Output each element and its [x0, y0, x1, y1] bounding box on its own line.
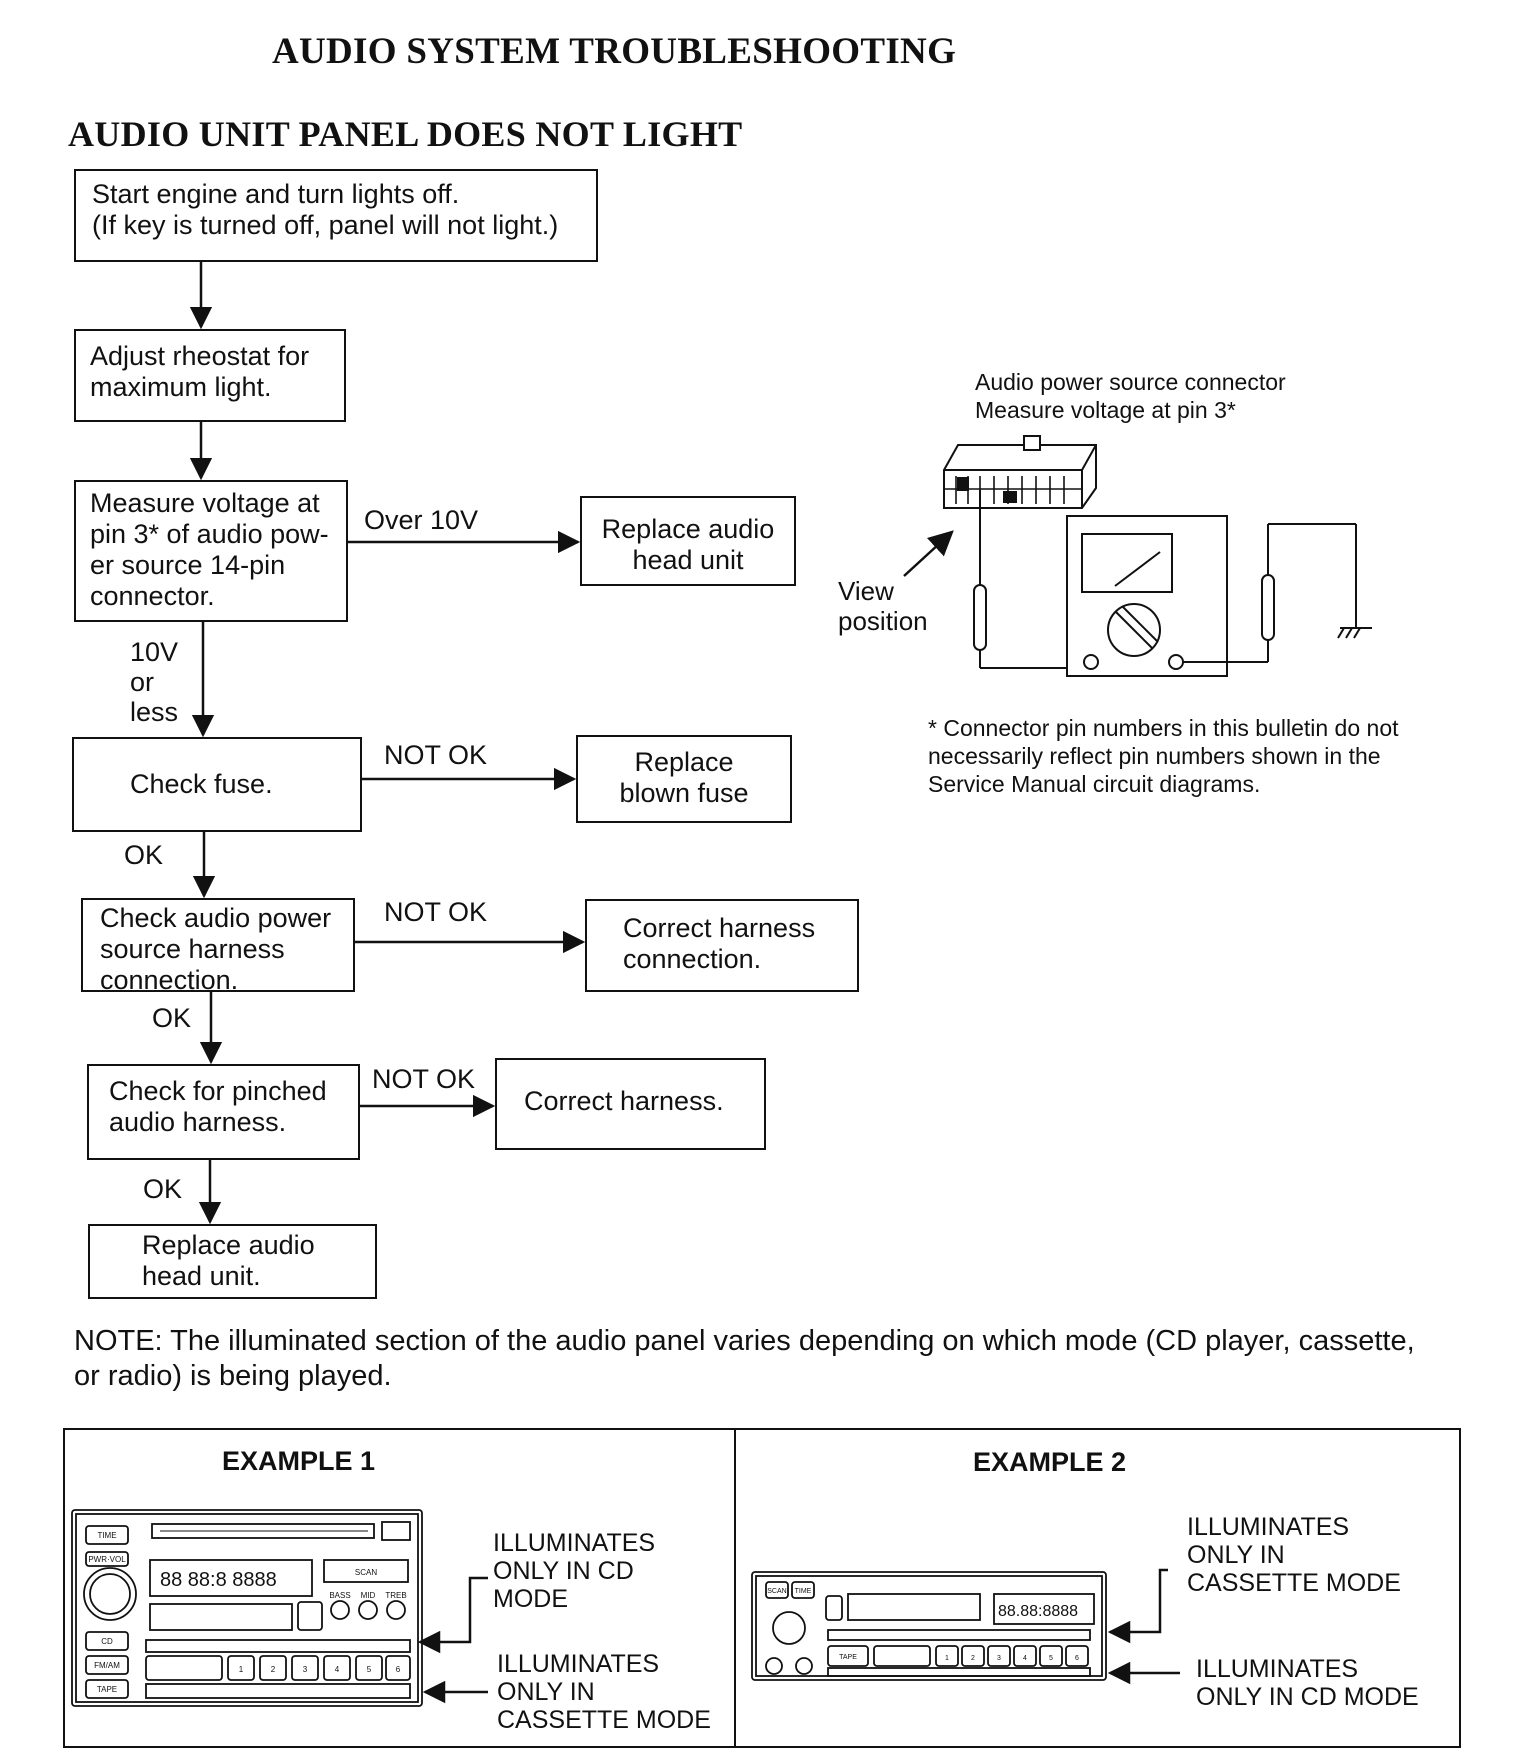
- btn-ex2-preset-1: 1: [945, 1655, 949, 1662]
- page-title: AUDIO SYSTEM TROUBLESHOOTING: [272, 31, 957, 72]
- btn-ex1-preset-4: 4: [335, 1665, 340, 1674]
- multimeter-icon: [1066, 515, 1228, 677]
- label-pinched-ok: OK: [143, 1174, 183, 1204]
- example-1-label-cassette: ILLUMINATES ONLY IN CASSETTE MODE: [497, 1650, 711, 1734]
- btn-ex1-fmam: FM/AM: [94, 1661, 120, 1670]
- result-correct-harness-connection: Correct harness connection.: [585, 899, 859, 992]
- result-replace-fuse: Replace blown fuse: [576, 735, 792, 823]
- view-position-arrow: [903, 530, 954, 577]
- diagram-caption-1: Audio power source connector: [975, 369, 1286, 395]
- btn-ex1-treb: TREB: [385, 1591, 406, 1600]
- example-1-label-cd: ILLUMINATES ONLY IN CD MODE: [493, 1529, 656, 1613]
- step-adjust-rheostat-text: Adjust rheostat for maximum light.: [90, 341, 310, 402]
- label-over-10v: Over 10V: [364, 505, 479, 535]
- btn-ex2-preset-5: 5: [1049, 1655, 1053, 1662]
- btn-ex2-preset-3: 3: [997, 1655, 1001, 1662]
- btn-ex2-preset-6: 6: [1075, 1655, 1079, 1662]
- step-start-engine: Start engine and turn lights off. (If ke…: [74, 169, 598, 262]
- step-adjust-rheostat: Adjust rheostat for maximum light.: [74, 329, 346, 422]
- example-2-title: EXAMPLE 2: [973, 1447, 1127, 1477]
- step-check-harness-connection-text: Check audio power source harness connect…: [100, 903, 332, 995]
- step-measure-voltage: Measure voltage at pin 3* of audio pow- …: [74, 480, 348, 622]
- step-check-pinched-harness: Check for pinched audio harness.: [87, 1064, 360, 1160]
- result-replace-head-unit-1: Replace audio head unit: [580, 496, 796, 586]
- btn-ex1-preset-2: 2: [271, 1665, 276, 1674]
- btn-ex2-preset-4: 4: [1023, 1655, 1027, 1662]
- result-correct-harness: Correct harness.: [495, 1058, 766, 1150]
- step-replace-head-unit-text: Replace audio head unit.: [142, 1230, 315, 1291]
- result-replace-fuse-text: Replace blown fuse: [619, 747, 749, 808]
- btn-ex1-preset-5: 5: [367, 1665, 372, 1674]
- btn-ex2-preset-2: 2: [971, 1655, 975, 1662]
- svg-text:88.88:8888: 88.88:8888: [998, 1603, 1078, 1620]
- volume-knob-icon: [83, 1567, 137, 1621]
- step-check-pinched-harness-text: Check for pinched audio harness.: [109, 1076, 327, 1137]
- btn-ex1-scan: SCAN: [355, 1568, 377, 1577]
- label-connection-not-ok: NOT OK: [384, 897, 488, 927]
- example-2-label-cassette: ILLUMINATES ONLY IN CASSETTE MODE: [1187, 1513, 1401, 1597]
- label-pinched-not-ok: NOT OK: [372, 1064, 476, 1094]
- result-correct-harness-text: Correct harness.: [524, 1086, 724, 1116]
- btn-ex1-mid: MID: [361, 1591, 376, 1600]
- example-1-title: EXAMPLE 1: [222, 1446, 376, 1476]
- btn-ex1-pwr: PWR·VOL: [88, 1555, 126, 1564]
- example-2-label-cd: ILLUMINATES ONLY IN CD MODE: [1196, 1655, 1419, 1711]
- btn-ex1-preset-3: 3: [303, 1665, 308, 1674]
- btn-ex1-time: TIME: [97, 1531, 116, 1540]
- ground-icon: [1337, 627, 1372, 639]
- pin-number-footnote: * Connector pin numbers in this bulletin…: [928, 715, 1399, 797]
- volume-knob-icon-2: [772, 1611, 806, 1645]
- result-correct-harness-connection-text: Correct harness connection.: [623, 913, 816, 974]
- connector-icon: [943, 435, 1097, 509]
- label-fuse-ok: OK: [124, 840, 164, 870]
- btn-ex2-tape: TAPE: [839, 1654, 857, 1661]
- step-start-engine-text: Start engine and turn lights off. (If ke…: [92, 179, 559, 240]
- step-replace-head-unit: Replace audio head unit.: [88, 1224, 377, 1299]
- diagram-caption-2: Measure voltage at pin 3*: [975, 397, 1236, 423]
- btn-ex2-time: TIME: [795, 1588, 812, 1595]
- btn-ex1-tape: TAPE: [97, 1685, 117, 1694]
- result-replace-head-unit-1-text: Replace audio head unit: [601, 514, 775, 575]
- label-10v-or-less: 10V or less: [130, 637, 179, 727]
- label-connection-ok: OK: [152, 1003, 192, 1033]
- examples-frame: [63, 1428, 1461, 1748]
- step-check-harness-connection: Check audio power source harness connect…: [81, 898, 355, 995]
- step-measure-voltage-text: Measure voltage at pin 3* of audio pow- …: [90, 488, 329, 611]
- label-fuse-not-ok: NOT OK: [384, 740, 488, 770]
- svg-text:88 88:8 8888: 88 88:8 8888: [160, 1569, 277, 1591]
- btn-ex2-scan: SCAN: [767, 1588, 786, 1595]
- view-position-label: View position: [838, 576, 928, 636]
- btn-ex1-bass: BASS: [329, 1591, 350, 1600]
- btn-ex1-preset-1: 1: [239, 1665, 244, 1674]
- btn-ex1-preset-6: 6: [396, 1665, 401, 1674]
- step-check-fuse: Check fuse.: [72, 737, 362, 832]
- step-check-fuse-text: Check fuse.: [130, 769, 273, 799]
- examples-divider: [734, 1428, 736, 1748]
- mode-note: NOTE: The illuminated section of the aud…: [74, 1325, 1415, 1392]
- section-title: AUDIO UNIT PANEL DOES NOT LIGHT: [68, 114, 743, 154]
- btn-ex1-cd: CD: [101, 1637, 113, 1646]
